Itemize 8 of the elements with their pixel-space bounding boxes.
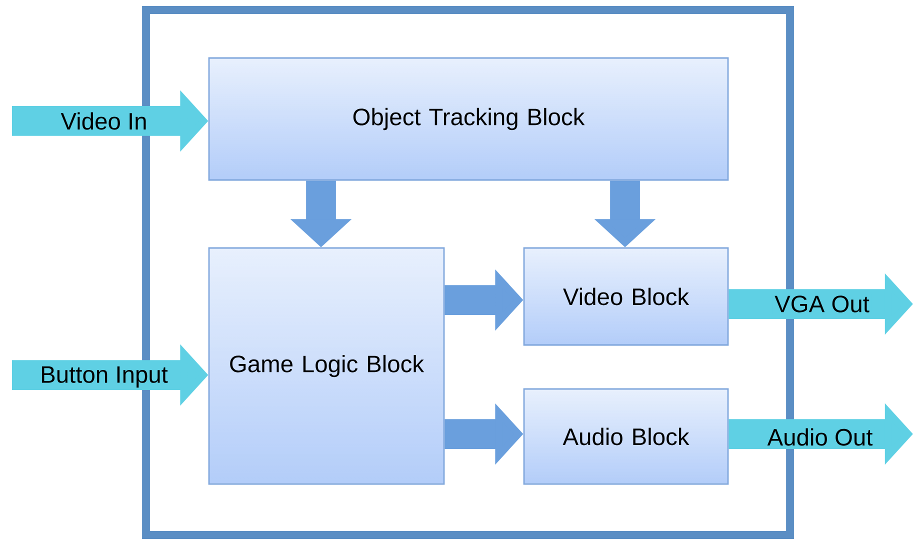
block-box: Audio Block: [523, 388, 729, 485]
edge-label: Button Input: [38, 364, 170, 390]
edge-label: VGA Out: [772, 294, 872, 314]
block-box: Game Logic Block: [208, 247, 445, 485]
edge-label: Video In: [58, 110, 150, 132]
block-box: Video Block: [523, 247, 729, 346]
block-box: Object Tracking Block: [208, 57, 729, 181]
edge-label: Audio Out: [766, 426, 875, 448]
